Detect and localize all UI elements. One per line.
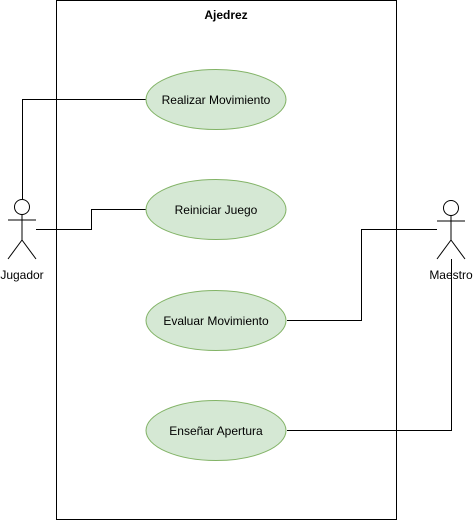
connector-jugador-reiniciar xyxy=(36,209,146,230)
stick-figure-icon xyxy=(7,199,37,260)
use-case-ensenar-apertura[interactable]: Enseñar Apertura xyxy=(145,400,287,461)
system-title: Ajedrez xyxy=(204,8,247,22)
use-case-label: Enseñar Apertura xyxy=(169,424,263,438)
actor-maestro[interactable]: Maestro xyxy=(429,200,473,283)
stick-figure-icon xyxy=(436,200,466,260)
actor-jugador[interactable]: Jugador xyxy=(0,199,44,283)
use-case-label: Evaluar Movimiento xyxy=(163,314,269,328)
use-case-realizar-movimiento[interactable]: Realizar Movimiento xyxy=(145,69,287,130)
use-case-ellipse xyxy=(145,179,287,240)
use-case-label: Realizar Movimiento xyxy=(162,93,271,107)
actor-label: Jugador xyxy=(0,268,43,282)
use-case-ellipse xyxy=(145,69,287,130)
use-case-evaluar-movimiento[interactable]: Evaluar Movimiento xyxy=(145,290,287,351)
use-case-reiniciar-juego[interactable]: Reiniciar Juego xyxy=(145,179,287,240)
use-case-label: Reiniciar Juego xyxy=(175,203,258,217)
actor-label: Maestro xyxy=(429,268,473,282)
use-case-ellipse xyxy=(145,400,287,461)
connector-evaluar-maestro xyxy=(287,229,437,321)
use-case-ellipse xyxy=(145,290,287,351)
connector-jugador-realizar xyxy=(22,99,146,199)
connector-ensenar-maestro xyxy=(287,259,452,431)
